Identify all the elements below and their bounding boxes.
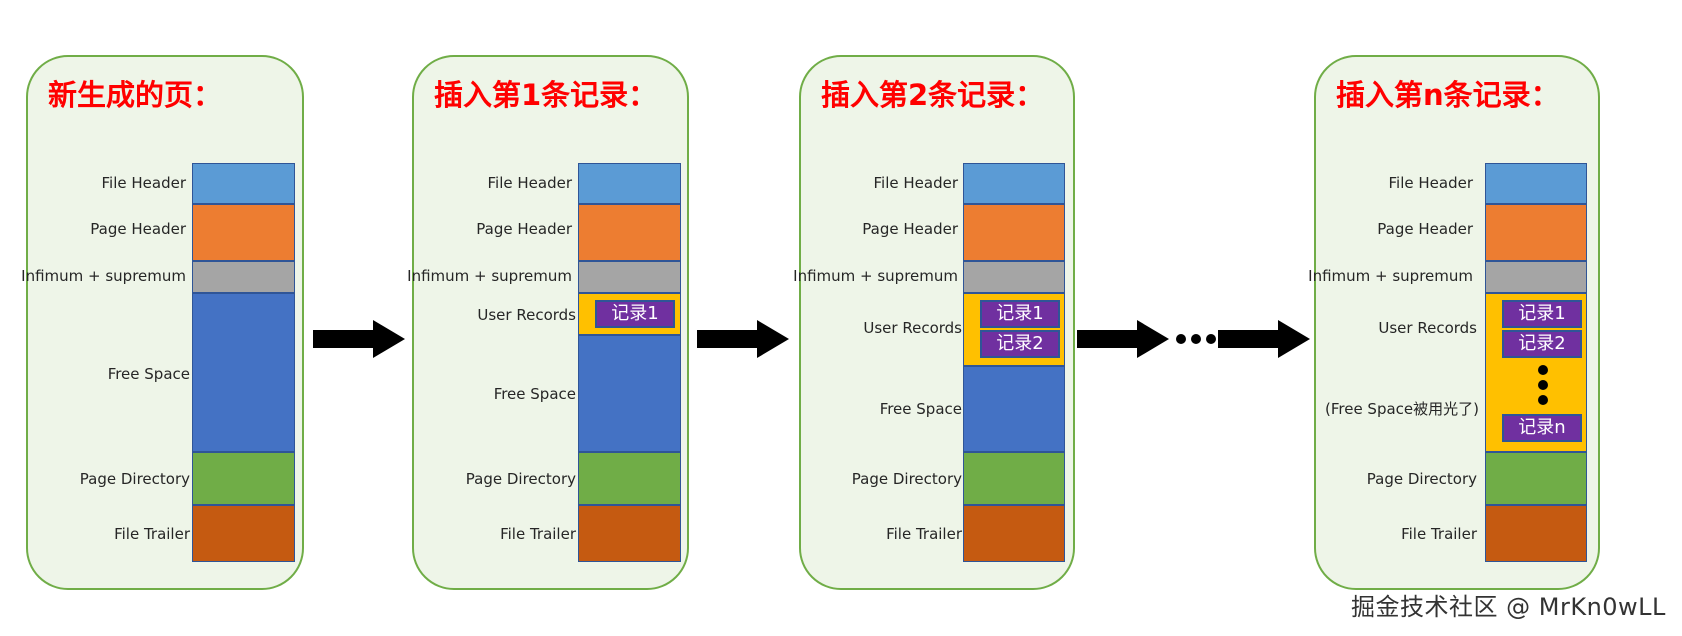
block-infimum	[578, 261, 681, 293]
label-file-header: File Header	[101, 174, 187, 192]
block-file-header	[963, 163, 1065, 204]
label-file-header: File Header	[1388, 174, 1474, 192]
block-page-header	[578, 204, 681, 261]
label-infimum: Infimum + supremum	[793, 267, 958, 285]
arrow-right-icon	[313, 320, 405, 358]
block-free-space	[578, 335, 681, 452]
label-free-space: Free Space	[493, 385, 576, 403]
label-file-trailer: File Trailer	[886, 525, 962, 543]
record-1: 记录1	[1502, 300, 1582, 328]
block-infimum	[192, 261, 295, 293]
block-infimum	[1485, 261, 1587, 293]
label-file-trailer: File Trailer	[500, 525, 576, 543]
label-page-header: Page Header	[1377, 220, 1473, 238]
watermark: 掘金技术社区 @ MrKn0wLL	[1351, 593, 1666, 621]
label-infimum: Infimum + supremum	[407, 267, 572, 285]
record-1: 记录1	[980, 300, 1060, 328]
label-free-space-used: (Free Space被用光了)	[1324, 400, 1479, 418]
block-page-directory	[1485, 452, 1587, 505]
block-file-header	[578, 163, 681, 204]
label-file-header: File Header	[873, 174, 959, 192]
label-free-space: Free Space	[879, 400, 962, 418]
block-infimum	[963, 261, 1065, 293]
block-file-trailer	[963, 505, 1065, 562]
label-page-directory: Page Directory	[79, 470, 190, 488]
label-page-directory: Page Directory	[1366, 470, 1477, 488]
block-free-space	[963, 366, 1065, 452]
label-page-header: Page Header	[90, 220, 186, 238]
block-page-header	[963, 204, 1065, 261]
label-user-records: User Records	[1378, 319, 1477, 337]
arrow-right-icon	[697, 320, 789, 358]
arrow-right-icon	[1218, 320, 1310, 358]
panel-title: 插入第n条记录：	[1336, 78, 1560, 112]
label-file-trailer: File Trailer	[114, 525, 190, 543]
record-2: 记录2	[980, 330, 1060, 358]
block-file-trailer	[578, 505, 681, 562]
block-page-header	[192, 204, 295, 261]
label-page-directory: Page Directory	[465, 470, 576, 488]
arrow-right-icon	[1077, 320, 1169, 358]
label-file-trailer: File Trailer	[1401, 525, 1477, 543]
block-page-header	[1485, 204, 1587, 261]
block-free-space	[192, 293, 295, 452]
label-page-directory: Page Directory	[851, 470, 962, 488]
panel-title: 插入第1条记录：	[434, 78, 658, 112]
record-2: 记录2	[1502, 330, 1582, 358]
label-infimum: Infimum + supremum	[1308, 267, 1473, 285]
block-file-header	[1485, 163, 1587, 204]
panel-title: 插入第2条记录：	[821, 78, 1045, 112]
label-user-records: User Records	[863, 319, 962, 337]
vertical-ellipsis-icon	[1538, 365, 1548, 405]
block-page-directory	[963, 452, 1065, 505]
record-1: 记录1	[595, 300, 675, 328]
block-file-trailer	[192, 505, 295, 562]
label-page-header: Page Header	[862, 220, 958, 238]
block-page-directory	[578, 452, 681, 505]
ellipsis-icon	[1176, 334, 1216, 344]
label-free-space: Free Space	[107, 365, 190, 383]
block-page-directory	[192, 452, 295, 505]
label-infimum: Infimum + supremum	[21, 267, 186, 285]
record-n: 记录n	[1502, 414, 1582, 442]
label-file-header: File Header	[487, 174, 573, 192]
block-file-header	[192, 163, 295, 204]
label-user-records: User Records	[477, 306, 576, 324]
panel-title: 新生成的页：	[48, 78, 223, 112]
block-file-trailer	[1485, 505, 1587, 562]
label-page-header: Page Header	[476, 220, 572, 238]
